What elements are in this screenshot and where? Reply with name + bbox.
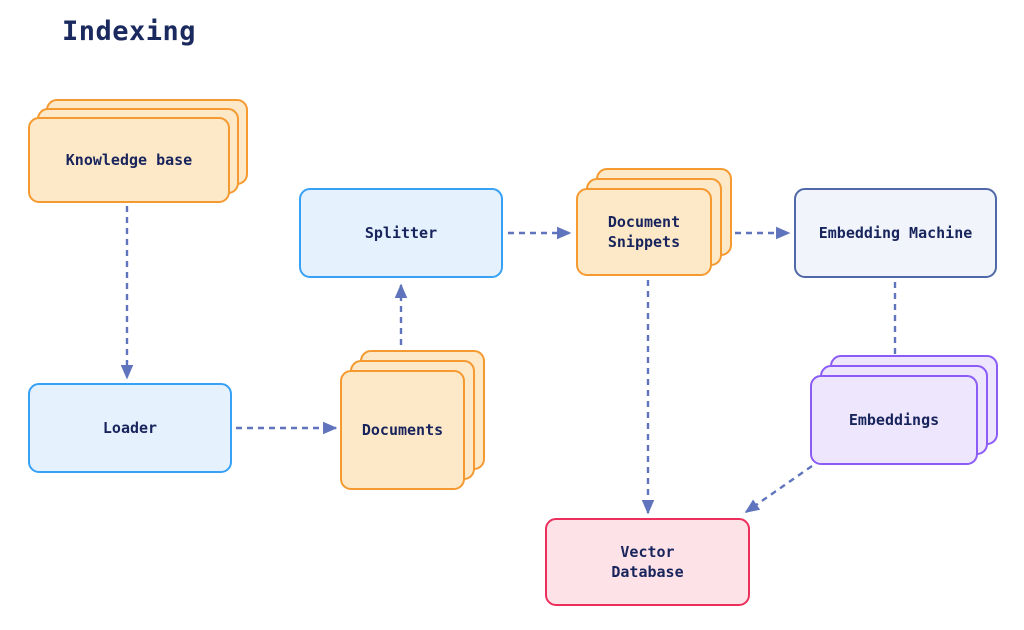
node-knowledge-base[interactable]: Knowledge base [28, 99, 248, 203]
page-title: Indexing [62, 16, 197, 47]
node-knowledge-base-label: Knowledge base [28, 117, 230, 203]
node-embeddings-label: Embeddings [810, 375, 978, 465]
node-splitter[interactable]: Splitter [299, 188, 503, 278]
node-loader[interactable]: Loader [28, 383, 232, 473]
node-document-snippets-label: Document Snippets [576, 188, 712, 276]
node-documents-label: Documents [340, 370, 465, 490]
node-vector-database[interactable]: Vector Database [545, 518, 750, 606]
node-document-snippets[interactable]: Document Snippets [576, 168, 732, 276]
node-embeddings[interactable]: Embeddings [810, 355, 998, 465]
node-embedding-machine[interactable]: Embedding Machine [794, 188, 997, 278]
edge-embeddings-to-vector-database [744, 465, 813, 513]
node-documents[interactable]: Documents [340, 350, 485, 490]
